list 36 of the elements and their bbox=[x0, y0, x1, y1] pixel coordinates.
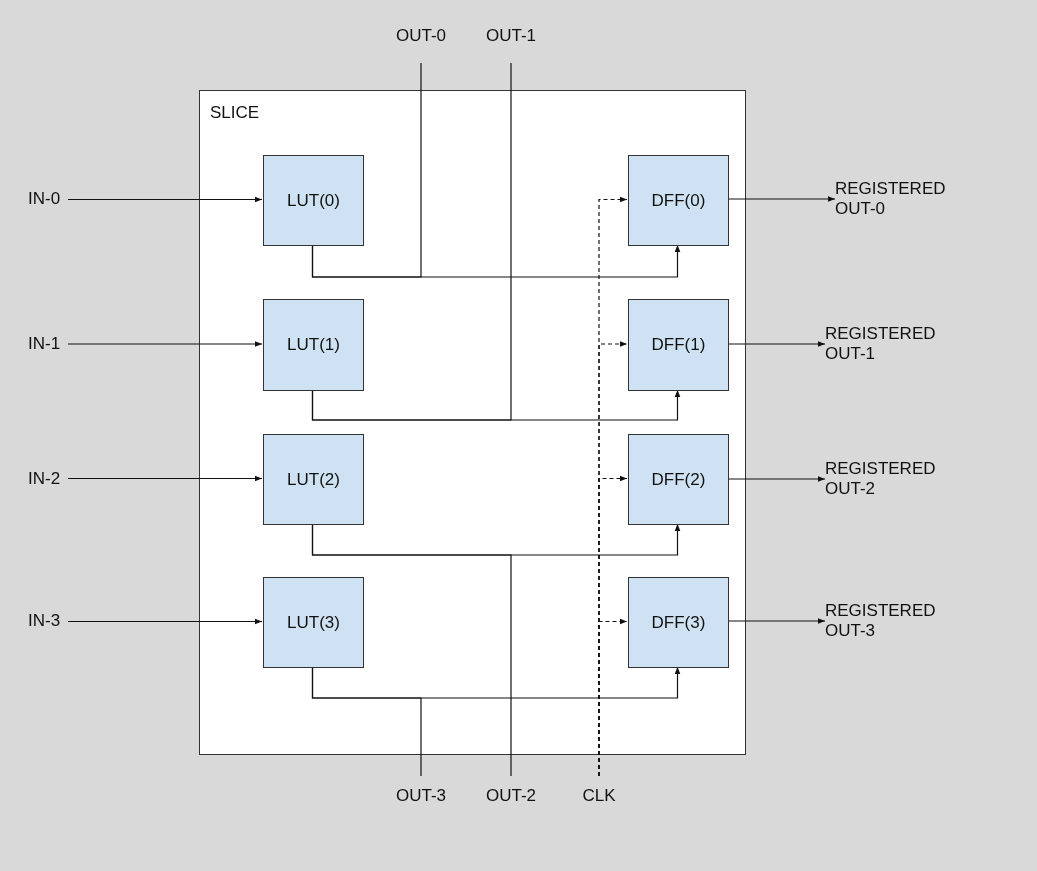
lut-box: LUT(3) bbox=[263, 577, 364, 668]
output-label: OUT-3 bbox=[385, 776, 457, 816]
signal-arrow bbox=[727, 618, 826, 624]
input-label: IN-3 bbox=[28, 606, 68, 636]
signal-line bbox=[311, 62, 422, 278]
input-label: IN-1 bbox=[28, 329, 68, 359]
output-label: OUT-1 bbox=[474, 10, 548, 63]
signal-line bbox=[311, 523, 512, 777]
flip-flop-box: DFF(0) bbox=[628, 155, 729, 246]
signal-arrow bbox=[67, 475, 263, 482]
input-label: IN-2 bbox=[28, 464, 68, 494]
lut-box: LUT(0) bbox=[263, 155, 364, 246]
clock-arrow bbox=[598, 618, 628, 777]
output-label: REGISTERED OUT-2 bbox=[825, 457, 945, 501]
lut-box: LUT(2) bbox=[263, 434, 364, 525]
signal-arrow bbox=[67, 196, 263, 203]
output-label: OUT-0 bbox=[385, 10, 457, 63]
slice-title: SLICE bbox=[210, 103, 260, 123]
flip-flop-box: DFF(3) bbox=[628, 577, 729, 668]
signal-arrow bbox=[727, 476, 826, 482]
signal-arrow bbox=[727, 341, 826, 347]
signal-line bbox=[311, 62, 512, 421]
slice-box bbox=[199, 90, 746, 755]
output-label: REGISTERED OUT-0 bbox=[835, 177, 955, 221]
clock-label: CLK bbox=[578, 776, 620, 816]
output-label: REGISTERED OUT-3 bbox=[825, 599, 945, 643]
signal-arrow bbox=[67, 618, 263, 625]
signal-line bbox=[311, 666, 422, 777]
output-label: REGISTERED OUT-1 bbox=[825, 322, 945, 366]
signal-arrow bbox=[727, 196, 836, 202]
flip-flop-box: DFF(1) bbox=[628, 299, 729, 391]
input-label: IN-0 bbox=[28, 184, 68, 214]
lut-box: LUT(1) bbox=[263, 299, 364, 391]
signal-arrow bbox=[67, 341, 263, 347]
output-label: OUT-2 bbox=[474, 776, 548, 816]
flip-flop-box: DFF(2) bbox=[628, 434, 729, 525]
